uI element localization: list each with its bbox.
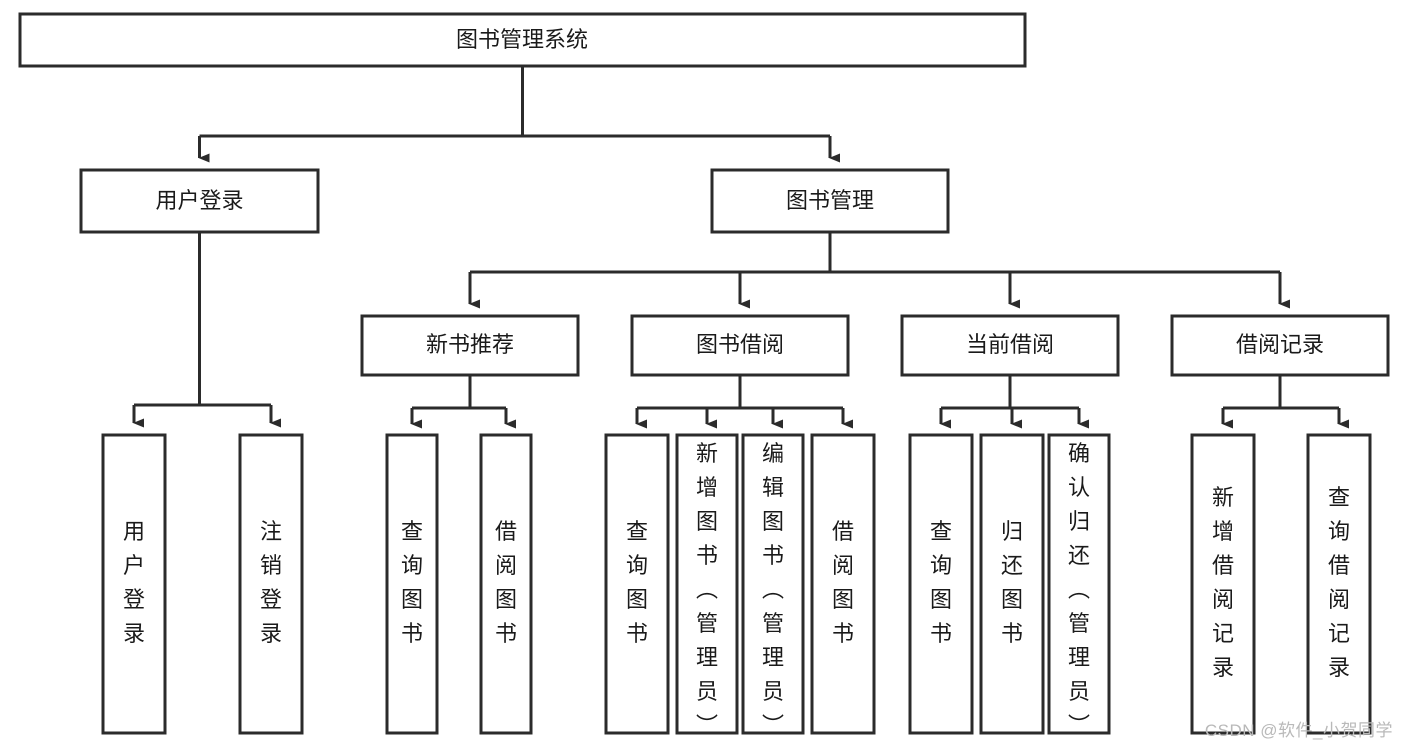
node-query-borrow-record[interactable]: 查询借阅记录 — [1306, 433, 1372, 735]
node-query-book-3-label: 查询图书 — [930, 519, 952, 646]
node-add-borrow-record[interactable]: 新增借阅记录 — [1190, 433, 1256, 735]
node-current-borrow-label: 当前借阅 — [966, 332, 1054, 357]
node-query-book-1-label: 查询图书 — [401, 519, 423, 646]
node-user-logout-leaf-label: 注销登录 — [260, 519, 282, 646]
node-user-logout-leaf-box[interactable] — [238, 433, 304, 735]
node-return-book[interactable]: 归还图书 — [979, 433, 1045, 735]
node-borrow-book-2-label: 借阅图书 — [832, 519, 854, 646]
node-book-borrow-box[interactable] — [630, 314, 850, 377]
node-borrow-book-1-label: 借阅图书 — [495, 519, 517, 646]
node-edit-book-admin-box[interactable] — [741, 433, 805, 735]
node-query-book-2-box[interactable] — [604, 433, 670, 735]
node-root-box[interactable] — [18, 12, 1027, 68]
node-confirm-return-admin[interactable]: 确认归还︵管理员︶ — [1047, 433, 1111, 738]
node-borrow-records-box[interactable] — [1170, 314, 1390, 377]
node-user-logout-leaf[interactable]: 注销登录 — [238, 433, 304, 735]
node-book-management-box[interactable] — [710, 168, 950, 234]
node-edit-book-admin[interactable]: 编辑图书︵管理员︶ — [741, 433, 805, 738]
node-book-borrow[interactable]: 图书借阅 — [630, 314, 850, 377]
connector-group-book-management — [468, 232, 1290, 309]
node-confirm-return-admin-label: 确认归还︵管理员︶ — [1068, 441, 1090, 738]
node-book-management-label: 图书管理 — [786, 188, 874, 213]
node-borrow-book-1[interactable]: 借阅图书 — [479, 433, 533, 735]
node-user-login[interactable]: 用户登录 — [79, 168, 320, 234]
connector-group-borrow-records — [1221, 375, 1349, 429]
node-query-book-1-box[interactable] — [385, 433, 439, 735]
node-add-book-admin-label: 新增图书︵管理员︶ — [696, 441, 718, 738]
node-query-book-3-box[interactable] — [908, 433, 974, 735]
node-borrow-records-label: 借阅记录 — [1236, 332, 1324, 357]
node-book-borrow-label: 图书借阅 — [696, 332, 784, 357]
node-borrow-records[interactable]: 借阅记录 — [1170, 314, 1390, 377]
node-add-borrow-record-box[interactable] — [1190, 433, 1256, 735]
node-query-book-1[interactable]: 查询图书 — [385, 433, 439, 735]
node-return-book-label: 归还图书 — [1001, 519, 1023, 646]
node-add-book-admin[interactable]: 新增图书︵管理员︶ — [675, 433, 739, 738]
node-new-book-recommend-box[interactable] — [360, 314, 580, 377]
connector-group-current-borrow — [939, 375, 1089, 429]
node-query-book-3[interactable]: 查询图书 — [908, 433, 974, 735]
node-current-borrow-box[interactable] — [900, 314, 1120, 377]
node-user-login-leaf-label: 用户登录 — [123, 519, 145, 646]
node-user-login-leaf-box[interactable] — [101, 433, 167, 735]
node-root-label: 图书管理系统 — [456, 27, 588, 52]
node-add-book-admin-box[interactable] — [675, 433, 739, 735]
node-borrow-book-1-box[interactable] — [479, 433, 533, 735]
node-user-login-box[interactable] — [79, 168, 320, 234]
node-query-book-2[interactable]: 查询图书 — [604, 433, 670, 735]
node-query-borrow-record-label: 查询借阅记录 — [1328, 485, 1350, 680]
connector-group-user-login — [132, 232, 281, 428]
connector-group-book-borrow — [635, 375, 853, 429]
node-borrow-book-2-box[interactable] — [810, 433, 876, 735]
node-current-borrow[interactable]: 当前借阅 — [900, 314, 1120, 377]
node-edit-book-admin-label: 编辑图书︵管理员︶ — [762, 441, 784, 738]
connector-group-root — [198, 66, 840, 163]
node-confirm-return-admin-box[interactable] — [1047, 433, 1111, 735]
node-book-management[interactable]: 图书管理 — [710, 168, 950, 234]
node-root[interactable]: 图书管理系统 — [18, 12, 1027, 68]
node-new-book-recommend-label: 新书推荐 — [426, 332, 514, 357]
node-add-borrow-record-label: 新增借阅记录 — [1212, 485, 1234, 680]
csdn-watermark: CSDN @软件_小贺同学 — [1204, 721, 1393, 740]
node-borrow-book-2[interactable]: 借阅图书 — [810, 433, 876, 735]
node-user-login-label: 用户登录 — [155, 188, 243, 213]
node-user-login-leaf[interactable]: 用户登录 — [101, 433, 167, 735]
node-new-book-recommend[interactable]: 新书推荐 — [360, 314, 580, 377]
node-query-borrow-record-box[interactable] — [1306, 433, 1372, 735]
node-return-book-box[interactable] — [979, 433, 1045, 735]
node-query-book-2-label: 查询图书 — [626, 519, 648, 646]
connector-group-new-book-recommend — [410, 375, 516, 429]
